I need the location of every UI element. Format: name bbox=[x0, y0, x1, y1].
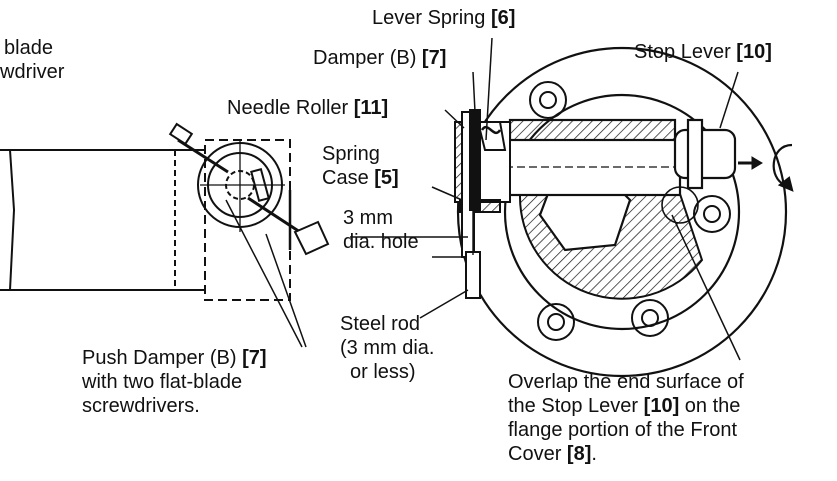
push-damper-label: Push Damper (B) [7] with two flat-blade … bbox=[82, 347, 267, 417]
damper-b-label: Damper (B) [7] bbox=[313, 47, 447, 69]
screwdriver-upper bbox=[168, 122, 229, 174]
rotation-arrow-icon bbox=[772, 143, 794, 192]
leader-lines bbox=[225, 37, 741, 361]
overlap-note: Overlap the end surface of the Stop Leve… bbox=[508, 371, 744, 465]
needle-roller-label: Needle Roller [11] bbox=[227, 97, 389, 119]
direction-arrow-icon bbox=[738, 156, 763, 170]
steel-rod bbox=[465, 210, 481, 299]
stop-lever-label: Stop Lever [10] bbox=[634, 41, 772, 63]
blade-screwdriver-fragment: blade wdriver bbox=[0, 37, 65, 83]
hex-bolt-icon bbox=[529, 81, 731, 341]
front-cover-flange bbox=[456, 46, 788, 378]
left-housing bbox=[0, 139, 292, 301]
spring-case-label: Spring Case [5] bbox=[322, 143, 399, 189]
damper-plate bbox=[461, 109, 481, 258]
left-spring-case bbox=[197, 140, 285, 232]
shaft bbox=[503, 118, 737, 224]
steel-rod-label: Steel rod (3 mm dia. or less) bbox=[340, 313, 435, 383]
lever-spring-label: Lever Spring [6] bbox=[372, 7, 516, 29]
screwdriver-lower bbox=[247, 196, 330, 256]
hole-label: 3 mm dia. hole bbox=[343, 207, 419, 253]
